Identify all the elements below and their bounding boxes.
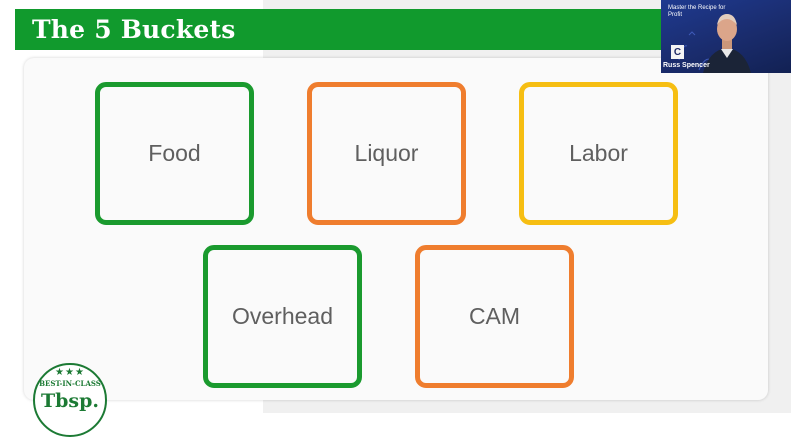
presenter-logo-letter: C	[673, 46, 682, 58]
slide-title: The 5 Buckets	[32, 15, 236, 44]
video-caption: Master the Recipe for Profit	[668, 5, 726, 18]
slide-title-bar: The 5 Buckets	[15, 9, 685, 50]
bucket-food[interactable]: Food	[95, 82, 254, 225]
badge-stars-icon: ★★★	[55, 367, 85, 378]
bucket-label: Overhead	[231, 303, 333, 329]
presenter-name: Russ Spencer	[663, 62, 710, 69]
bucket-label: Food	[148, 140, 201, 166]
bucket-liquor[interactable]: Liquor	[307, 82, 466, 225]
badge-logo: Tbsp.	[40, 390, 100, 412]
bucket-label: Labor	[569, 140, 628, 166]
presenter-video-tile[interactable]: Master the Recipe for Profit	[661, 0, 791, 73]
bucket-label: CAM	[468, 303, 521, 329]
presenter-logo-icon: C	[671, 45, 684, 59]
presenter-silhouette	[678, 14, 751, 73]
bucket-cam[interactable]: CAM	[415, 245, 574, 388]
bucket-labor[interactable]: Labor	[519, 82, 678, 225]
best-in-class-badge: ★★★ BEST-IN-CLASS Tbsp.	[33, 363, 107, 437]
bucket-label: Liquor	[354, 140, 419, 166]
bucket-overhead[interactable]: Overhead	[203, 245, 362, 388]
badge-label: BEST-IN-CLASS	[39, 379, 101, 388]
